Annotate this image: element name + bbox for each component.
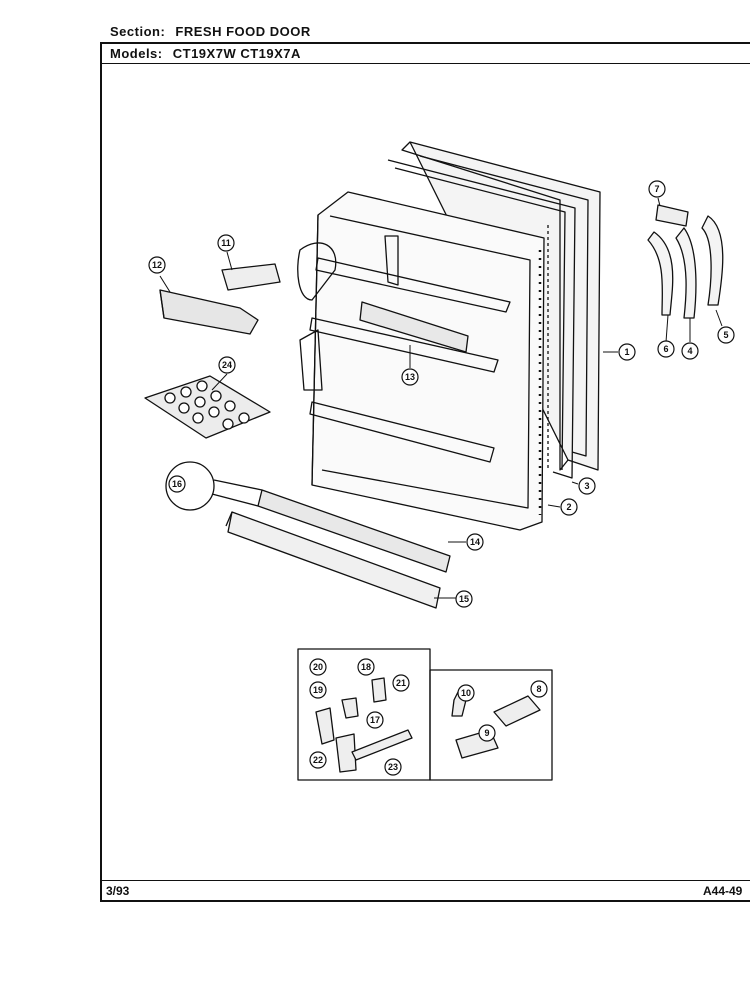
models-value: CT19X7W CT19X7A [172, 46, 301, 61]
callout-11: 11 [217, 234, 235, 252]
callout-19: 19 [309, 681, 327, 699]
callout-8: 8 [530, 680, 548, 698]
svg-text:18: 18 [361, 662, 371, 672]
svg-text:22: 22 [313, 755, 323, 765]
svg-text:19: 19 [313, 685, 323, 695]
footer-divider [100, 880, 750, 881]
footer-date: 3/93 [106, 884, 130, 898]
svg-text:15: 15 [459, 594, 469, 604]
svg-text:21: 21 [396, 678, 406, 688]
svg-text:23: 23 [388, 762, 398, 772]
dairy-compartment [159, 289, 259, 335]
svg-text:10: 10 [461, 688, 471, 698]
hinge-parts [647, 204, 724, 319]
section-value: FRESH FOOD DOOR [175, 24, 311, 39]
callout-18: 18 [357, 658, 375, 676]
shelf-rail [359, 301, 469, 353]
callout-4: 4 [681, 342, 699, 360]
callout-12: 12 [148, 256, 166, 274]
callout-10: 10 [457, 684, 475, 702]
callout-markers: 1 2 3 4 5 6 7 8 9 10 11 12 13 14 15 16 1… [148, 180, 735, 776]
callout-7: 7 [648, 180, 666, 198]
section-label: Section: [110, 24, 166, 39]
callout-24: 24 [218, 356, 236, 374]
callout-5: 5 [717, 326, 735, 344]
svg-text:14: 14 [470, 537, 480, 547]
svg-text:5: 5 [723, 330, 728, 340]
footer-code: A44-49 [703, 884, 743, 898]
door-shelves [297, 235, 511, 463]
callout-6: 6 [657, 340, 675, 358]
diagram-frame [100, 42, 750, 902]
trim-strips [225, 489, 451, 609]
callout-15: 15 [455, 590, 473, 608]
callout-3: 3 [578, 477, 596, 495]
callout-23: 23 [384, 758, 402, 776]
callout-1: 1 [618, 343, 636, 361]
callout-9: 9 [478, 724, 496, 742]
svg-text:8: 8 [536, 684, 541, 694]
svg-text:20: 20 [313, 662, 323, 672]
callout-16: 16 [168, 475, 186, 493]
svg-text:13: 13 [405, 372, 415, 382]
svg-text:1: 1 [624, 347, 629, 357]
callout-13: 13 [401, 368, 419, 386]
svg-text:9: 9 [484, 728, 489, 738]
leader-lines [159, 197, 723, 599]
callout-17: 17 [366, 711, 384, 729]
models-heading: Models: CT19X7W CT19X7A [110, 46, 301, 61]
callout-2: 2 [560, 498, 578, 516]
header-divider [100, 63, 750, 64]
svg-text:7: 7 [654, 184, 659, 194]
svg-text:6: 6 [663, 344, 668, 354]
callout-21: 21 [392, 674, 410, 692]
svg-text:16: 16 [172, 479, 182, 489]
egg-tray [144, 375, 271, 439]
callout-20: 20 [309, 658, 327, 676]
butter-compartment-cover [221, 263, 281, 291]
section-heading: Section: FRESH FOOD DOOR [110, 24, 311, 39]
cam-kit-box [429, 669, 553, 781]
svg-text:3: 3 [584, 481, 589, 491]
callout-22: 22 [309, 751, 327, 769]
hinge-kit-parts [315, 677, 541, 773]
door-gasket [387, 159, 576, 479]
svg-text:11: 11 [221, 238, 231, 248]
svg-text:2: 2 [566, 502, 571, 512]
door-liner [311, 191, 545, 531]
models-label: Models: [110, 46, 163, 61]
svg-text:4: 4 [687, 346, 692, 356]
svg-text:24: 24 [222, 360, 232, 370]
svg-text:12: 12 [152, 260, 162, 270]
svg-text:17: 17 [370, 715, 380, 725]
callout-14: 14 [466, 533, 484, 551]
